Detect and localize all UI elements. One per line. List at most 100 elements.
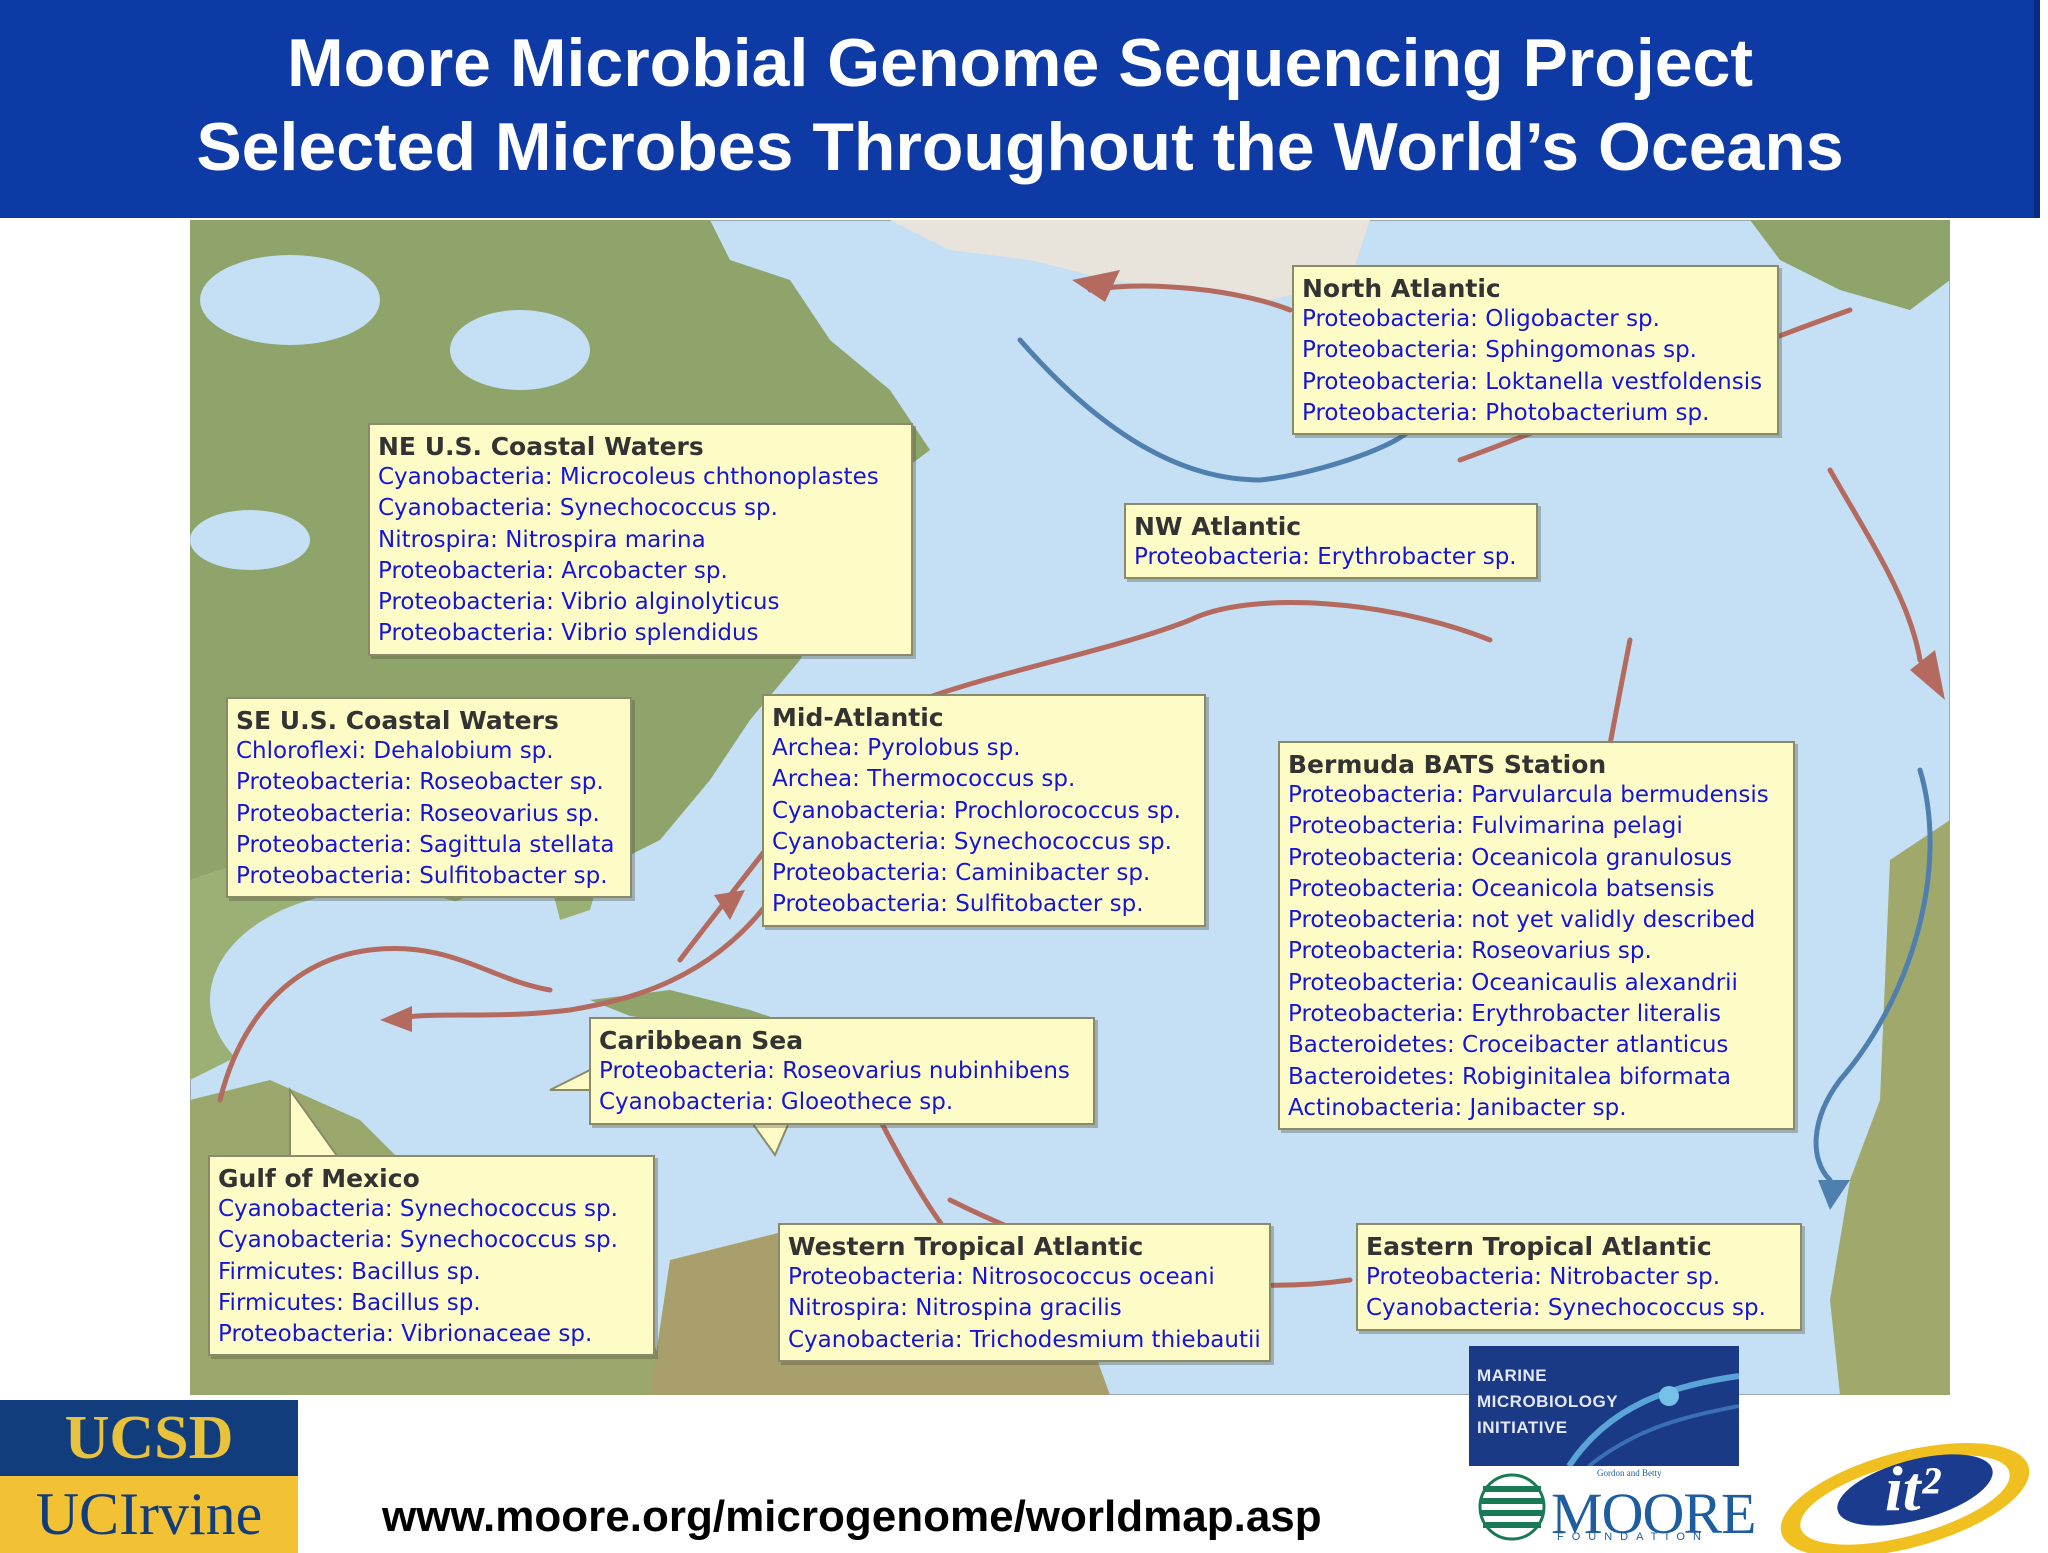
microbe-entry: Cyanobacteria: Synechococcus sp. (218, 1227, 618, 1254)
region-title: NE U.S. Coastal Waters (378, 432, 704, 461)
current-labrador-return (1087, 283, 1293, 313)
current-labrador (1017, 337, 1413, 483)
microbe-entry: Proteobacteria: Loktanella vestfoldensis (1302, 368, 1763, 395)
microbe-entry: Proteobacteria: Vibrionaceae sp. (218, 1321, 593, 1348)
moore-mmi-logo: MARINE MICROBIOLOGY INITIATIVE Gordon an… (1469, 1346, 1756, 1546)
mmi-line-1: MARINE (1477, 1366, 1548, 1385)
gulf-of-mexico-water (210, 890, 550, 1110)
region-title: Bermuda BATS Station (1288, 750, 1607, 779)
microbe-entry: Proteobacteria: Parvularcula bermudensis (1288, 782, 1769, 808)
microbe-entry: Proteobacteria: Fulvimarina pelagi (1288, 813, 1683, 840)
title-line-2: Selected Microbes Throughout the World’s… (196, 109, 1844, 185)
region-title: Mid-Atlantic (772, 703, 944, 732)
current-gulf-stream (677, 600, 1493, 963)
current-canary (1827, 467, 1923, 663)
lake-1 (200, 255, 380, 345)
microbe-entry: Proteobacteria: Arcobacter sp. (378, 557, 728, 584)
microbe-entry: Proteobacteria: Roseovarius sp. (1288, 938, 1652, 965)
microbe-entry: Proteobacteria: Roseovarius nubinhibens (599, 1058, 1070, 1084)
microbe-entry: Cyanobacteria: Gloeothece sp. (599, 1089, 954, 1116)
microbe-entry: Proteobacteria: Roseobacter sp. (236, 769, 604, 796)
moore-name: MOORE (1551, 1481, 1756, 1546)
europe-landmass (1750, 220, 1950, 310)
microbe-entry: Nitrospira: Nitrospira marina (378, 526, 706, 553)
arrowhead-2 (1910, 650, 1945, 700)
microbe-entry: Cyanobacteria: Trichodesmium thiebautii (788, 1326, 1261, 1353)
microbe-entry: Proteobacteria: Vibrio splendidus (378, 620, 759, 647)
moore-globe-icon (1478, 1473, 1546, 1541)
region-title: Eastern Tropical Atlantic (1366, 1232, 1712, 1261)
microbe-entry: Proteobacteria: Sulfitobacter sp. (236, 863, 608, 890)
microbe-entry: Proteobacteria: Roseovarius sp. (236, 800, 600, 827)
microbe-entry: Firmicutes: Bacillus sp. (218, 1258, 481, 1285)
region-title: SE U.S. Coastal Waters (236, 706, 559, 735)
microbe-entry: Proteobacteria: Oceanicaulis alexandrii (1288, 969, 1738, 996)
current-gulf-loop (217, 945, 553, 1103)
mmi-line-3: INITIATIVE (1477, 1418, 1568, 1437)
microbe-entry: Proteobacteria: Nitrobacter sp. (1366, 1264, 1721, 1290)
moore-foundation: FOUNDATION (1557, 1531, 1709, 1543)
microbe-entry: Proteobacteria: Vibrio alginolyticus (378, 589, 780, 616)
greenland-landmass (890, 220, 1370, 300)
microbe-entry: Archea: Thermococcus sp. (772, 766, 1076, 793)
microbe-entry: Proteobacteria: Oceanicola granulosus (1288, 844, 1733, 871)
microbe-entry: Proteobacteria: Sulfitobacter sp. (772, 891, 1144, 918)
microbe-entry: Archea: Pyrolobus sp. (772, 735, 1021, 761)
microbe-entry: Proteobacteria: Sagittula stellata (236, 831, 615, 858)
microbe-entry: Cyanobacteria: Microcoleus chthonoplaste… (378, 464, 879, 490)
microbe-entry: Cyanobacteria: Synechococcus sp. (1366, 1295, 1766, 1322)
microbe-entry: Bacteroidetes: Robiginitalea biformata (1288, 1063, 1731, 1090)
microbe-entry: Proteobacteria: Photobacterium sp. (1302, 399, 1710, 426)
arrowhead-5 (1818, 1180, 1850, 1210)
lake-2 (450, 310, 590, 390)
microbe-entry: Proteobacteria: Sphingomonas sp. (1302, 337, 1697, 364)
microbe-entry: Bacteroidetes: Croceibacter atlanticus (1288, 1032, 1729, 1059)
arrowhead-4 (380, 1006, 412, 1032)
microbe-entry: Cyanobacteria: Synechococcus sp. (218, 1196, 618, 1222)
microbe-entry: Actinobacteria: Janibacter sp. (1288, 1094, 1627, 1121)
region-title: North Atlantic (1302, 274, 1501, 303)
ucsd-logo-text: UCSD (0, 1400, 298, 1476)
africa-landmass (1830, 820, 1950, 1395)
title-line-1: Moore Microbial Genome Sequencing Projec… (286, 25, 1754, 101)
region-title: Gulf of Mexico (218, 1164, 420, 1193)
microbe-entry: Cyanobacteria: Prochlorococcus sp. (772, 797, 1181, 824)
microbe-entry: Cyanobacteria: Synechococcus sp. (378, 495, 778, 522)
mmi-line-2: MICROBIOLOGY (1477, 1392, 1619, 1411)
microbe-entry: Proteobacteria: Caminibacter sp. (772, 860, 1151, 887)
moore-small-text: Gordon and Betty (1597, 1468, 1662, 1478)
mmi-banner: MARINE MICROBIOLOGY INITIATIVE (1469, 1346, 1739, 1466)
current-caribbean (387, 897, 773, 1023)
it2-logo: it² (1780, 1443, 2030, 1553)
region-title: Caribbean Sea (599, 1026, 804, 1055)
region-title: NW Atlantic (1134, 512, 1302, 541)
ucsd-ucirvine-logo: UCSD UCIrvine (0, 1400, 298, 1553)
it2-text: it² (1885, 1453, 1942, 1524)
microbe-entry: Proteobacteria: Erythrobacter literalis (1288, 1001, 1721, 1028)
microbe-entry: Proteobacteria: Oligobacter sp. (1302, 306, 1660, 332)
microbe-entry: Cyanobacteria: Synechococcus sp. (772, 828, 1172, 855)
footer-url[interactable]: www.moore.org/microgenome/worldmap.asp (382, 1492, 1322, 1541)
ucirvine-logo-text: UCIrvine (0, 1476, 298, 1553)
microbe-entry: Firmicutes: Bacillus sp. (218, 1289, 481, 1316)
lake-3 (190, 510, 310, 570)
region-title: Western Tropical Atlantic (788, 1232, 1144, 1261)
arrowhead-1 (1072, 270, 1120, 302)
microbe-entry: Proteobacteria: Nitrosococcus oceani (788, 1264, 1215, 1290)
microbe-entry: Chloroflexi: Dehalobium sp. (236, 738, 554, 764)
microbe-entry: Proteobacteria: Erythrobacter sp. (1134, 544, 1517, 570)
microbe-entry: Nitrospira: Nitrospina gracilis (788, 1295, 1122, 1322)
microbe-entry: Proteobacteria: not yet validly describe… (1288, 907, 1756, 934)
mmi-wave-graphic (1566, 1373, 1739, 1466)
current-canary-south (1813, 767, 1933, 1183)
